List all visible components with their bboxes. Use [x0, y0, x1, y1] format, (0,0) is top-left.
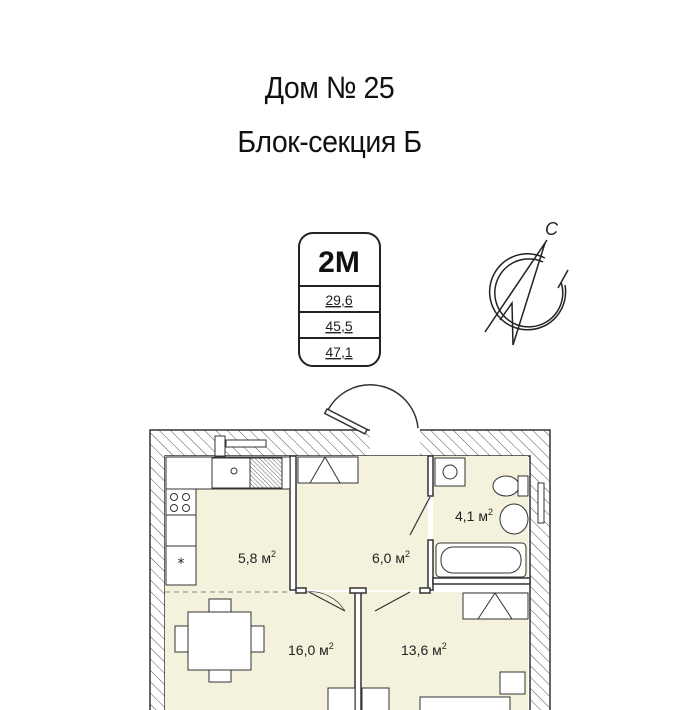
- total-area-with-balcony: 47,1: [325, 344, 352, 360]
- bathroom-fixtures: [434, 457, 545, 578]
- kitchen-area-label: 5,8 м2: [238, 549, 276, 566]
- north-label: С: [545, 219, 559, 239]
- bedroom-area-label: 13,6 м2: [401, 641, 447, 658]
- living-area: 29,6: [325, 292, 352, 308]
- block-section-title: Блок-секция Б: [237, 124, 422, 159]
- living-room-area-label: 16,0 м2: [288, 641, 334, 658]
- dining-table: [174, 598, 265, 683]
- kitchen-furniture: *: [165, 435, 291, 586]
- wardrobes: [297, 456, 529, 620]
- bathroom-area-label: 4,1 м2: [455, 507, 493, 524]
- entrance-door: [323, 384, 419, 435]
- hallway-area-label: 6,0 м2: [372, 549, 410, 566]
- compass-icon: С: [484, 219, 569, 346]
- interior-doors: [305, 496, 431, 612]
- house-number-title: Дом № 25: [264, 70, 395, 105]
- apartment-badge: 2М 29,6 45,5 47,1: [298, 232, 381, 367]
- interior-walls: [289, 455, 531, 710]
- room-labels: 5,8 м2 6,0 м2 4,1 м2 16,0 м2 13,6 м2: [238, 507, 493, 658]
- svg-text:*: *: [178, 556, 185, 572]
- total-area: 45,5: [325, 318, 352, 334]
- apartment-type: 2М: [318, 246, 360, 279]
- bottom-furniture: [327, 671, 526, 710]
